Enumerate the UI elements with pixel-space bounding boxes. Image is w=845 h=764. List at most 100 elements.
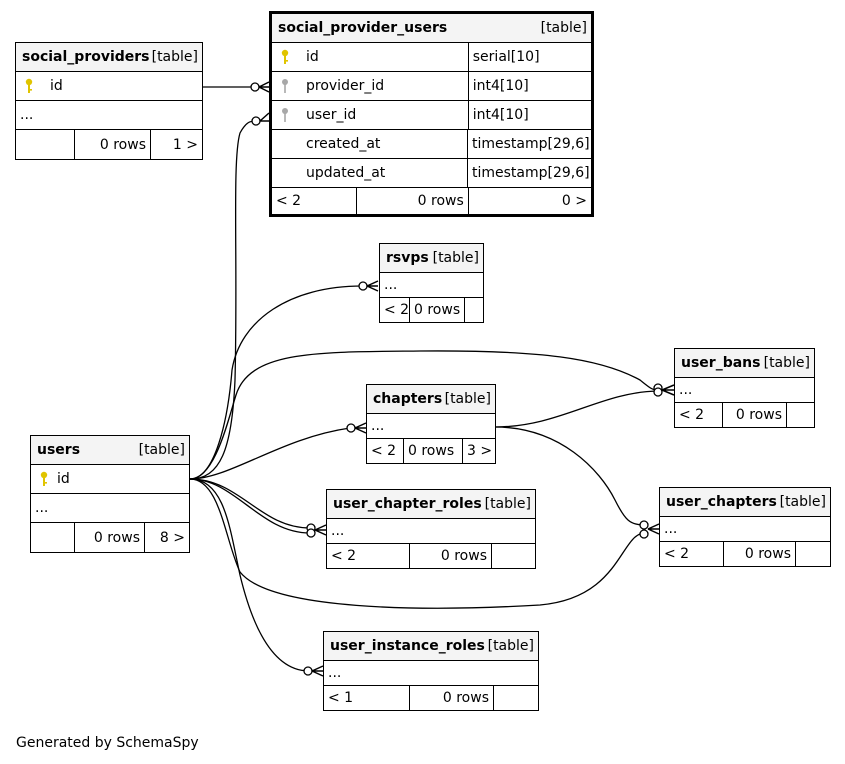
relation-endpoint: [250, 82, 260, 92]
table-stats-row: < 1 0 rows: [324, 686, 538, 710]
table-stats-row: < 2 0 rows 3 >: [367, 439, 495, 463]
column-type: timestamp[29,6]: [472, 165, 590, 181]
table-social-providers[interactable]: social_providers [table] id ... 0 rows 1…: [15, 42, 203, 160]
table-tag: [table]: [151, 49, 198, 65]
table-users[interactable]: users [table] id ... 0 rows 8 >: [30, 435, 190, 553]
parents-link[interactable]: < 2: [380, 298, 410, 322]
table-stats-row: 0 rows 1 >: [16, 130, 202, 159]
parents-link: [16, 130, 75, 159]
parents-link[interactable]: < 2: [272, 188, 358, 214]
crow-foot: [354, 422, 367, 434]
crow-foot: [661, 384, 675, 396]
row-count: 0 rows: [75, 130, 151, 159]
crow-foot: [314, 524, 327, 536]
crow-foot: [311, 665, 324, 677]
table-user-bans[interactable]: user_bans [table] ... < 2 0 rows: [674, 348, 815, 428]
crow-foot: [647, 523, 660, 535]
relation-line: [189, 120, 257, 480]
children-link[interactable]: 8 >: [159, 529, 185, 546]
children-link[interactable]: 1 >: [172, 136, 198, 153]
parents-link[interactable]: < 2: [327, 544, 410, 568]
more-columns-row: ...: [327, 519, 535, 544]
row-count: 0 rows: [410, 686, 494, 710]
column-name: id: [50, 78, 63, 94]
relation-line: [189, 478, 309, 672]
relation-line: [189, 478, 311, 529]
table-header: rsvps [table]: [380, 244, 483, 273]
foreign-key-icon: [278, 107, 292, 123]
table-header: social_provider_users [table]: [272, 14, 591, 43]
relation-line: [189, 350, 659, 480]
table-tag: [table]: [484, 496, 531, 512]
column-name: provider_id: [306, 78, 385, 94]
column-name: id: [306, 49, 319, 65]
table-name: users: [37, 442, 81, 458]
table-rsvps[interactable]: rsvps [table] ... < 2 0 rows: [379, 243, 484, 323]
column-row: id: [31, 465, 189, 494]
more-columns-row: ...: [31, 494, 189, 523]
table-name: social_provider_users: [278, 20, 448, 36]
table-tag: [table]: [432, 250, 479, 266]
table-header: users [table]: [31, 436, 189, 465]
relation-line: [189, 478, 645, 609]
table-user-chapters[interactable]: user_chapters [table] ... < 2 0 rows: [659, 487, 831, 567]
children-link[interactable]: 3 >: [467, 443, 493, 459]
relation-line: [494, 426, 645, 526]
children-link: [492, 544, 535, 568]
column-row: id: [16, 72, 202, 101]
crow-foot: [258, 81, 270, 93]
children-link: [787, 403, 814, 427]
table-name: user_instance_roles: [330, 638, 485, 654]
column-name: user_id: [306, 107, 357, 123]
relation-endpoint: [306, 528, 316, 538]
column-row: id serial[10]: [272, 43, 591, 72]
parents-link[interactable]: < 2: [367, 439, 404, 463]
relation-line: [189, 427, 351, 480]
foreign-key-icon: [278, 78, 292, 94]
table-chapters[interactable]: chapters [table] ... < 2 0 rows 3 >: [366, 384, 496, 464]
column-type: int4[10]: [472, 78, 529, 94]
table-name: user_chapters: [666, 494, 777, 510]
table-name: user_chapter_roles: [333, 496, 482, 512]
table-tag: [table]: [138, 442, 185, 458]
parents-link[interactable]: < 1: [324, 686, 410, 710]
children-link[interactable]: 0 >: [561, 193, 587, 209]
table-name: chapters: [373, 391, 443, 407]
table-tag: [table]: [763, 355, 810, 371]
relation-endpoint: [346, 423, 356, 433]
table-user-instance-roles[interactable]: user_instance_roles [table] ... < 1 0 ro…: [323, 631, 539, 711]
column-type: timestamp[29,6]: [472, 136, 590, 152]
row-count: 0 rows: [357, 188, 469, 214]
column-type: serial[10]: [472, 49, 540, 65]
primary-key-icon: [22, 78, 36, 94]
table-user-chapter-roles[interactable]: user_chapter_roles [table] ... < 2 0 row…: [326, 489, 536, 569]
children-link: [465, 298, 483, 322]
table-tag: [table]: [779, 494, 826, 510]
generated-by-footer: Generated by SchemaSpy: [16, 735, 199, 751]
table-stats-row: < 2 0 rows 0 >: [272, 188, 591, 214]
table-stats-row: < 2 0 rows: [660, 542, 830, 566]
table-header: chapters [table]: [367, 385, 495, 414]
relation-endpoint: [251, 116, 261, 126]
table-header: user_chapters [table]: [660, 488, 830, 517]
table-tag: [table]: [487, 638, 534, 654]
table-social-provider-users[interactable]: social_provider_users [table] id serial[…: [269, 11, 594, 217]
more-columns-row: ...: [660, 517, 830, 542]
relation-endpoint: [358, 281, 368, 291]
table-header: social_providers [table]: [16, 43, 202, 72]
column-row: provider_id int4[10]: [272, 72, 591, 101]
parents-link[interactable]: < 2: [660, 542, 724, 566]
crow-foot: [259, 112, 270, 122]
row-count: 0 rows: [410, 544, 492, 568]
table-name: social_providers: [22, 49, 150, 65]
parents-link[interactable]: < 2: [675, 403, 723, 427]
primary-key-icon: [278, 49, 292, 65]
column-type: int4[10]: [472, 107, 529, 123]
table-stats-row: < 2 0 rows: [675, 403, 814, 427]
more-columns-row: ...: [367, 414, 495, 439]
table-stats-row: < 2 0 rows: [380, 298, 483, 322]
parents-link: [31, 523, 75, 552]
children-link: [494, 686, 538, 710]
row-count: 0 rows: [75, 523, 145, 552]
